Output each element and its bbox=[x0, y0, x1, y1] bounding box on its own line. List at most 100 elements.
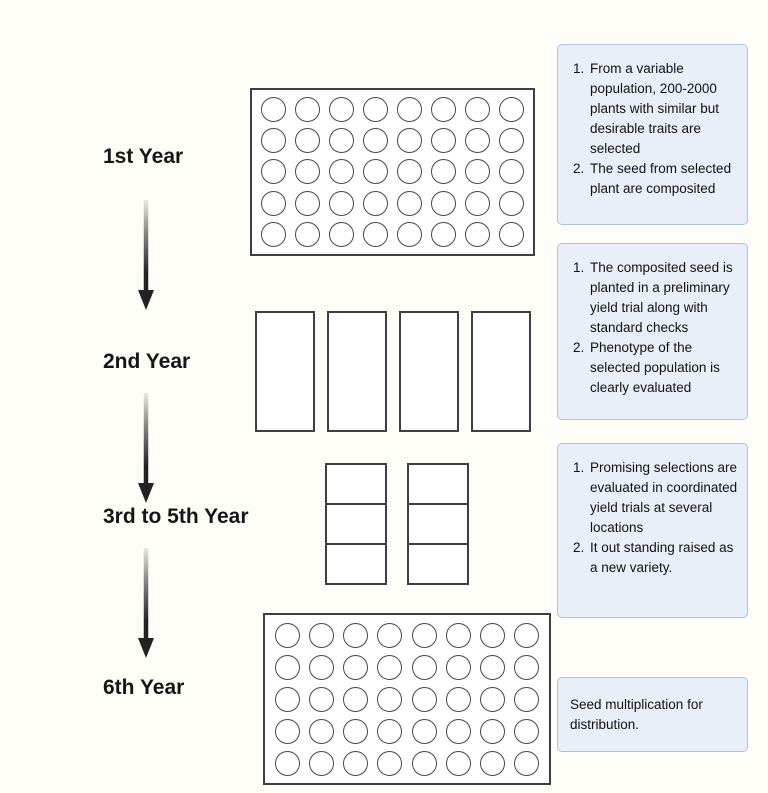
plant-circle bbox=[261, 128, 287, 154]
plant-circle bbox=[261, 190, 287, 216]
plant-circle bbox=[261, 159, 287, 185]
plant-circle bbox=[295, 159, 321, 185]
plant-circle bbox=[295, 128, 321, 154]
stage-label-year6: 6th Year bbox=[103, 676, 185, 699]
trial-block-section bbox=[327, 543, 385, 583]
plant-circle bbox=[396, 190, 422, 216]
plant-circle bbox=[480, 718, 506, 744]
plant-circle bbox=[308, 750, 334, 776]
plant-circle bbox=[411, 654, 437, 680]
plant-circle bbox=[363, 97, 389, 123]
trial-plot-rect bbox=[471, 311, 531, 432]
plant-circle bbox=[430, 190, 456, 216]
plant-circle bbox=[274, 718, 300, 744]
plant-circle bbox=[274, 686, 300, 712]
plant-circle bbox=[295, 97, 321, 123]
plant-circle bbox=[274, 622, 300, 648]
trial-block-section bbox=[327, 503, 385, 543]
note-item: Phenotype of the selected population is … bbox=[588, 338, 739, 398]
note-year6: Seed multiplication for distribution. bbox=[557, 677, 748, 752]
note-item: Promising selections are evaluated in co… bbox=[588, 458, 739, 538]
plant-circle bbox=[363, 190, 389, 216]
trial-block-rect bbox=[407, 463, 469, 585]
plant-circle bbox=[445, 686, 471, 712]
plant-circle bbox=[343, 750, 369, 776]
plant-circle bbox=[308, 686, 334, 712]
note-year2: The composited seed is planted in a prel… bbox=[557, 243, 748, 420]
plant-circle bbox=[498, 221, 524, 247]
plant-circle bbox=[261, 221, 287, 247]
plant-circle bbox=[464, 190, 490, 216]
plant-circle bbox=[329, 128, 355, 154]
plant-circle bbox=[445, 622, 471, 648]
trial-block-section bbox=[409, 503, 467, 543]
trial-plot-rect bbox=[255, 311, 315, 432]
plant-circle bbox=[498, 159, 524, 185]
plant-circle bbox=[498, 128, 524, 154]
plant-circle bbox=[343, 718, 369, 744]
plant-circle bbox=[498, 97, 524, 123]
down-arrow-icon bbox=[138, 200, 154, 310]
plant-circle bbox=[396, 221, 422, 247]
trial-block-section bbox=[327, 465, 385, 503]
note-text: Seed multiplication for distribution. bbox=[570, 697, 703, 732]
plant-circle bbox=[514, 750, 540, 776]
plant-circle bbox=[514, 686, 540, 712]
trial-block-section bbox=[409, 465, 467, 503]
plant-circle bbox=[329, 159, 355, 185]
plant-circle bbox=[363, 128, 389, 154]
plant-circle bbox=[377, 654, 403, 680]
plant-circle bbox=[274, 654, 300, 680]
plant-circle bbox=[295, 221, 321, 247]
plant-circle bbox=[411, 686, 437, 712]
year3to5-trial-plots bbox=[325, 463, 475, 585]
plant-circle bbox=[464, 159, 490, 185]
plant-circle bbox=[377, 622, 403, 648]
stage-label-year1: 1st Year bbox=[103, 145, 184, 168]
plant-circle bbox=[514, 622, 540, 648]
plant-circle bbox=[514, 718, 540, 744]
plant-circle bbox=[363, 221, 389, 247]
note-year1: From a variable population, 200-2000 pla… bbox=[557, 44, 748, 225]
plant-circle bbox=[363, 159, 389, 185]
plant-circle bbox=[308, 622, 334, 648]
year2-trial-plots bbox=[255, 311, 535, 432]
plant-circle bbox=[343, 686, 369, 712]
note-item: The composited seed is planted in a prel… bbox=[588, 258, 739, 338]
plant-circle bbox=[480, 622, 506, 648]
plant-circle bbox=[445, 750, 471, 776]
down-arrow-icon bbox=[138, 548, 154, 658]
trial-plot-rect bbox=[327, 311, 387, 432]
note-year3to5: Promising selections are evaluated in co… bbox=[557, 443, 748, 618]
plant-circle bbox=[308, 654, 334, 680]
note-item: From a variable population, 200-2000 pla… bbox=[588, 59, 739, 159]
plant-circle bbox=[430, 128, 456, 154]
plant-circle bbox=[329, 97, 355, 123]
plant-circle bbox=[430, 97, 456, 123]
trial-block-rect bbox=[325, 463, 387, 585]
plant-circle bbox=[445, 654, 471, 680]
stage-label-year2: 2nd Year bbox=[103, 350, 191, 373]
stage-label-year3to5: 3rd to 5th Year bbox=[103, 505, 249, 528]
plant-circle bbox=[274, 750, 300, 776]
plant-circle bbox=[430, 221, 456, 247]
plant-circle bbox=[498, 190, 524, 216]
plant-circle bbox=[464, 128, 490, 154]
plant-circle bbox=[329, 221, 355, 247]
plant-circle bbox=[396, 128, 422, 154]
plant-circle bbox=[377, 686, 403, 712]
note-item: It out standing raised as a new variety. bbox=[588, 538, 739, 578]
plant-circle bbox=[411, 750, 437, 776]
plant-circle bbox=[514, 654, 540, 680]
plant-circle bbox=[377, 750, 403, 776]
note-item: The seed from selected plant are composi… bbox=[588, 159, 739, 199]
plant-circle bbox=[411, 622, 437, 648]
plant-circle bbox=[396, 97, 422, 123]
plant-circle bbox=[343, 654, 369, 680]
trial-block-section bbox=[409, 543, 467, 583]
trial-plot-rect bbox=[399, 311, 459, 432]
plant-circle bbox=[396, 159, 422, 185]
year6-plant-field bbox=[263, 613, 551, 785]
plant-circle bbox=[480, 750, 506, 776]
